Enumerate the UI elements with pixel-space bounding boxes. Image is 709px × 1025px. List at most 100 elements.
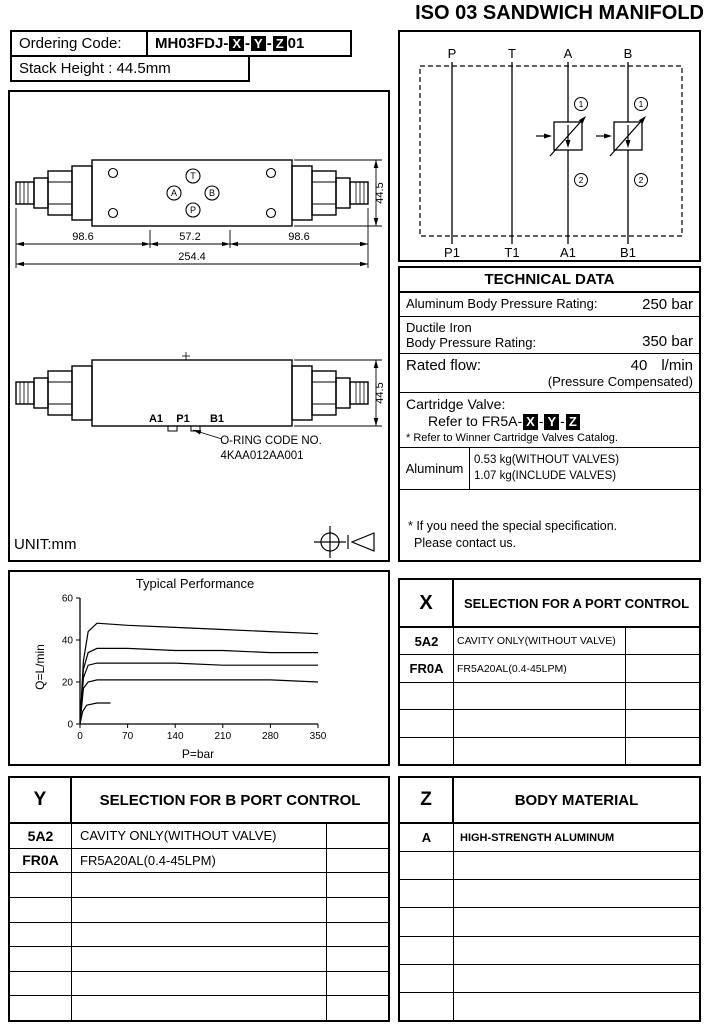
- weight-material: Aluminum: [400, 447, 470, 489]
- port-t1: T1: [504, 245, 519, 260]
- selection-y-header: Y SELECTION FOR B PORT CONTROL: [10, 778, 388, 824]
- code-option-z: Z: [272, 35, 287, 52]
- table-row-empty: [10, 873, 388, 898]
- ductile-rating-row: Ductile Iron Body Pressure Rating: 350 b…: [400, 317, 699, 354]
- svg-text:140: 140: [167, 731, 184, 742]
- code-option-y: Y: [251, 35, 266, 52]
- body-material-table: Z BODY MATERIAL A HIGH-STRENGTH ALUMINUM: [398, 776, 701, 1022]
- table-row-empty: [400, 936, 699, 965]
- chart-series-curve-4: [79, 679, 319, 725]
- cartridge-option-x: X: [523, 414, 538, 430]
- option-code: FR0A: [400, 655, 454, 682]
- rated-flow-label: Rated flow:: [406, 357, 482, 374]
- dimension-lines: [15, 159, 382, 268]
- cartridge-note: * Refer to Winner Cartridge Valves Catal…: [406, 431, 618, 444]
- table-row-empty: [400, 992, 699, 1020]
- port-a1-label: A1: [149, 413, 163, 425]
- rated-flow-unit: l/min: [661, 357, 693, 374]
- dim-height-side: 44.5: [374, 382, 386, 403]
- schematic-panel: 1 2 1 2 P T A B P1 T1 A1 B1: [398, 30, 701, 262]
- body-material-title: BODY MATERIAL: [514, 791, 639, 809]
- svg-text:350: 350: [310, 731, 327, 742]
- rated-flow-value-block: 40 l/min (Pressure Compensated): [548, 357, 693, 389]
- top-view-outline: [15, 159, 369, 227]
- port-a-label: A: [171, 188, 177, 198]
- option-extra: [626, 628, 699, 654]
- selection-y-code: Y: [10, 778, 72, 822]
- table-row-empty: [400, 908, 699, 937]
- hydraulic-schematic: 1 2 1 2 P T A B P1 T1 A1 B1: [419, 46, 683, 260]
- port-t: T: [508, 46, 516, 61]
- table-row-empty: [400, 852, 699, 881]
- side-view-texts: A1 P1 B1 O-RING CODE NO. 4KAA012AA001 44…: [149, 382, 386, 462]
- top-view-port-letters: T A B P: [171, 171, 215, 215]
- ductile-rating-value: 350 bar: [642, 333, 693, 350]
- table-row: FR0A FR5A20AL(0.4-45LPM): [400, 655, 699, 683]
- table-row: 5A2 CAVITY ONLY(WITHOUT VALVE): [400, 628, 699, 656]
- chart-title: Typical Performance: [136, 576, 255, 591]
- table-row-empty: [400, 880, 699, 909]
- ordering-code-value: MH03FDJ- X - Y - Z 01: [148, 30, 352, 57]
- drawing-panel: T A B P: [8, 90, 390, 562]
- technical-data-title: TECHNICAL DATA: [400, 268, 699, 293]
- aluminum-rating-label: Aluminum Body Pressure Rating:: [406, 296, 598, 311]
- rated-flow-note: (Pressure Compensated): [547, 374, 693, 389]
- weight-without-valves: 0.53 kg(WITHOUT VALVES): [474, 453, 620, 466]
- body-material-header: Z BODY MATERIAL: [400, 778, 699, 824]
- option-desc: FR5A20AL(0.4-45LPM): [72, 848, 327, 873]
- svg-text:70: 70: [122, 731, 134, 742]
- port-p: P: [448, 46, 457, 61]
- port-b1: B1: [620, 245, 636, 260]
- selection-x-code: X: [400, 580, 454, 626]
- option-desc: CAVITY ONLY(WITHOUT VALVE): [72, 824, 327, 848]
- option-desc: CAVITY ONLY(WITHOUT VALVE): [454, 628, 626, 655]
- cartridge-option-y: Y: [544, 414, 560, 430]
- ordering-code-label: Ordering Code:: [10, 30, 148, 57]
- code-option-x: X: [229, 35, 245, 52]
- flow-control-valve-symbol: [595, 115, 647, 157]
- svg-text:1: 1: [579, 99, 584, 109]
- body-material-code: Z: [400, 778, 454, 822]
- code-separator: -: [245, 35, 251, 52]
- weight-include-valves: 1.07 kg(INCLUDE VALVES): [474, 470, 617, 483]
- valve-marker-numbers: 1 2 1 2: [579, 99, 644, 185]
- side-view-arrowheads: [193, 360, 379, 435]
- table-row-empty: [400, 682, 699, 711]
- y-axis-label: Q=L/min: [33, 644, 47, 690]
- rated-flow-value: 40: [630, 357, 648, 374]
- svg-text:1: 1: [639, 99, 644, 109]
- projection-symbol-icon: [314, 526, 375, 558]
- oring-note-line1: O-RING CODE NO.: [220, 435, 322, 447]
- chart-series-curve-3: [79, 662, 318, 725]
- code-separator: -: [266, 35, 272, 52]
- aluminum-rating-value: 250 bar: [642, 296, 693, 313]
- port-b: B: [624, 46, 633, 61]
- rated-flow-row: Rated flow: 40 l/min (Pressure Compensate…: [400, 354, 699, 393]
- dimension-arrowheads: [16, 160, 379, 267]
- svg-text:0: 0: [77, 731, 83, 742]
- port-a: A: [564, 46, 573, 61]
- top-view-dimensions: 98.6 57.2 98.6 254.4 44.5: [72, 182, 386, 263]
- valve-marker-circles: [574, 97, 648, 187]
- aluminum-rating-row: Aluminum Body Pressure Rating: 250 bar: [400, 293, 699, 317]
- svg-text:280: 280: [262, 731, 279, 742]
- svg-text:40: 40: [62, 636, 74, 647]
- cartridge-reference: Refer to FR5A-X-Y-Z: [406, 413, 693, 430]
- dim-left: 98.6: [72, 231, 93, 243]
- dim-total: 254.4: [178, 251, 206, 263]
- side-view-dim-lines: [192, 359, 382, 440]
- cartridge-option-z: Z: [565, 414, 580, 430]
- port-a1: A1: [560, 245, 576, 260]
- chart-series-curve-1: [79, 622, 319, 725]
- selection-y-title: SELECTION FOR B PORT CONTROL: [99, 791, 361, 809]
- weight-table: Aluminum 0.53 kg(WITHOUT VALVES) 1.07 kg…: [400, 447, 699, 490]
- table-row-empty: [400, 964, 699, 993]
- option-extra: [626, 655, 699, 681]
- option-code: FR0A: [10, 848, 72, 873]
- dim-height-top: 44.5: [374, 182, 386, 203]
- table-row-empty: [10, 922, 388, 948]
